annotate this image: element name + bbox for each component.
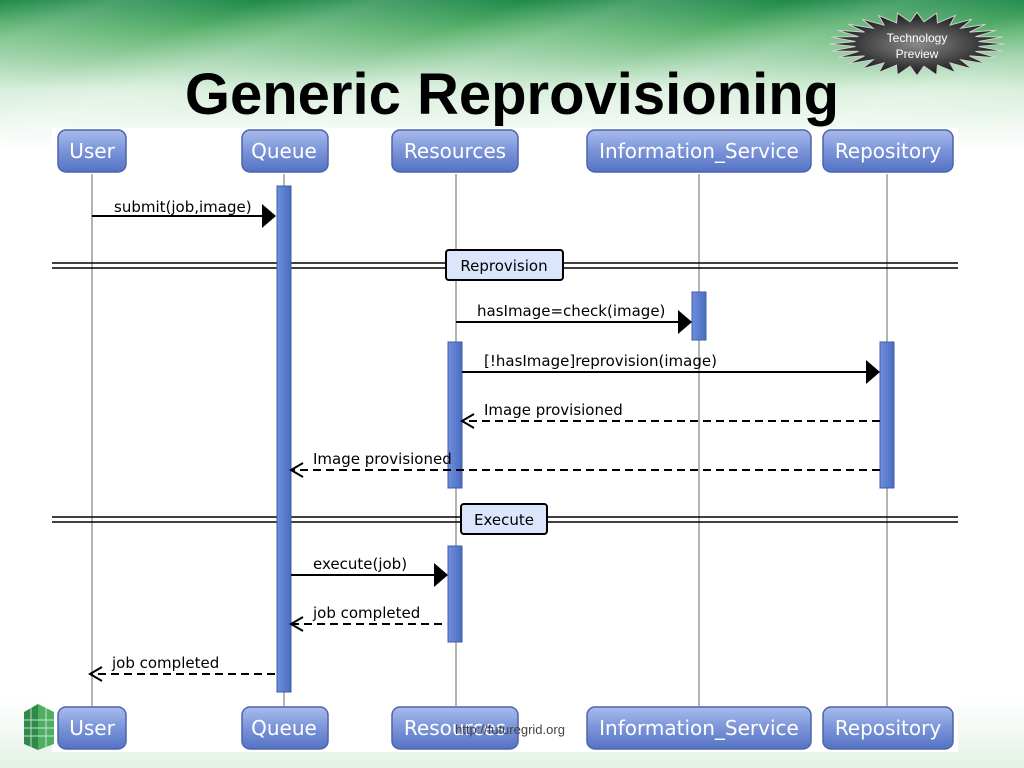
message-label-reprovision: [!hasImage]reprovision(image) bbox=[484, 352, 717, 370]
participant-label: User bbox=[69, 716, 115, 740]
message-image-provisioned-resources: Image provisioned bbox=[460, 401, 880, 429]
message-label-execute-job: execute(job) bbox=[313, 555, 407, 573]
participant-label: Resources bbox=[404, 716, 506, 740]
participant-queue-bottom: Queue bbox=[241, 706, 329, 750]
activation-resources-1 bbox=[447, 341, 463, 489]
participant-information-service-top: Information_Service bbox=[586, 129, 812, 173]
badge-line-2: Preview bbox=[895, 47, 939, 61]
participant-information-service-bottom: Information_Service bbox=[586, 706, 812, 750]
fragment-label-execute: Execute bbox=[474, 511, 534, 529]
participant-label: User bbox=[69, 139, 115, 163]
message-execute-job: execute(job) bbox=[291, 555, 448, 587]
message-label-job-completed-2: job completed bbox=[111, 654, 219, 672]
participant-label: Repository bbox=[835, 139, 942, 163]
message-submit: submit(job,image) bbox=[92, 198, 276, 228]
participant-label: Repository bbox=[835, 716, 942, 740]
message-label-check-image: hasImage=check(image) bbox=[477, 302, 665, 320]
technology-preview-badge: Technology Preview bbox=[828, 11, 1006, 77]
footer-url: http://futuregrid.org bbox=[455, 722, 565, 737]
sequence-diagram: Reprovision Execute submit(job,image) ha… bbox=[52, 129, 958, 750]
participant-queue-top: Queue bbox=[241, 129, 329, 173]
activation-queue bbox=[276, 185, 292, 693]
starburst-icon bbox=[828, 11, 1006, 77]
participant-user-top: User bbox=[57, 129, 127, 173]
message-image-provisioned-queue: Image provisioned bbox=[289, 450, 880, 478]
fragment-reprovision: Reprovision bbox=[52, 249, 958, 281]
participant-repository-bottom: Repository bbox=[822, 706, 954, 750]
activation-information-service bbox=[691, 291, 707, 341]
participant-resources-top: Resources bbox=[391, 129, 519, 173]
message-check-image: hasImage=check(image) bbox=[456, 302, 692, 334]
message-label-image-provisioned-1: Image provisioned bbox=[484, 401, 623, 419]
fragment-label-reprovision: Reprovision bbox=[460, 257, 547, 275]
participant-label: Resources bbox=[404, 139, 506, 163]
participant-label: Queue bbox=[251, 139, 317, 163]
message-job-completed-user: job completed bbox=[88, 654, 275, 682]
page-title: Generic Reprovisioning bbox=[184, 62, 840, 127]
activation-repository bbox=[879, 341, 895, 489]
futuregrid-logo-icon bbox=[20, 700, 56, 756]
participant-label: Information_Service bbox=[599, 139, 799, 163]
fragment-execute: Execute bbox=[52, 503, 958, 535]
message-job-completed-queue: job completed bbox=[289, 604, 442, 632]
activation-resources-2 bbox=[447, 545, 463, 643]
badge-line-1: Technology bbox=[886, 31, 948, 45]
participant-resources-bottom: Resources bbox=[391, 706, 519, 750]
participant-label: Information_Service bbox=[599, 716, 799, 740]
message-label-job-completed-1: job completed bbox=[312, 604, 420, 622]
message-label-image-provisioned-2: Image provisioned bbox=[313, 450, 452, 468]
sequence-diagram-panel: Reprovision Execute submit(job,image) ha… bbox=[52, 128, 958, 752]
participant-user-bottom: User bbox=[57, 706, 127, 750]
message-label-submit: submit(job,image) bbox=[114, 198, 252, 216]
participant-label: Queue bbox=[251, 716, 317, 740]
participant-repository-top: Repository bbox=[822, 129, 954, 173]
message-reprovision: [!hasImage]reprovision(image) bbox=[462, 352, 880, 384]
